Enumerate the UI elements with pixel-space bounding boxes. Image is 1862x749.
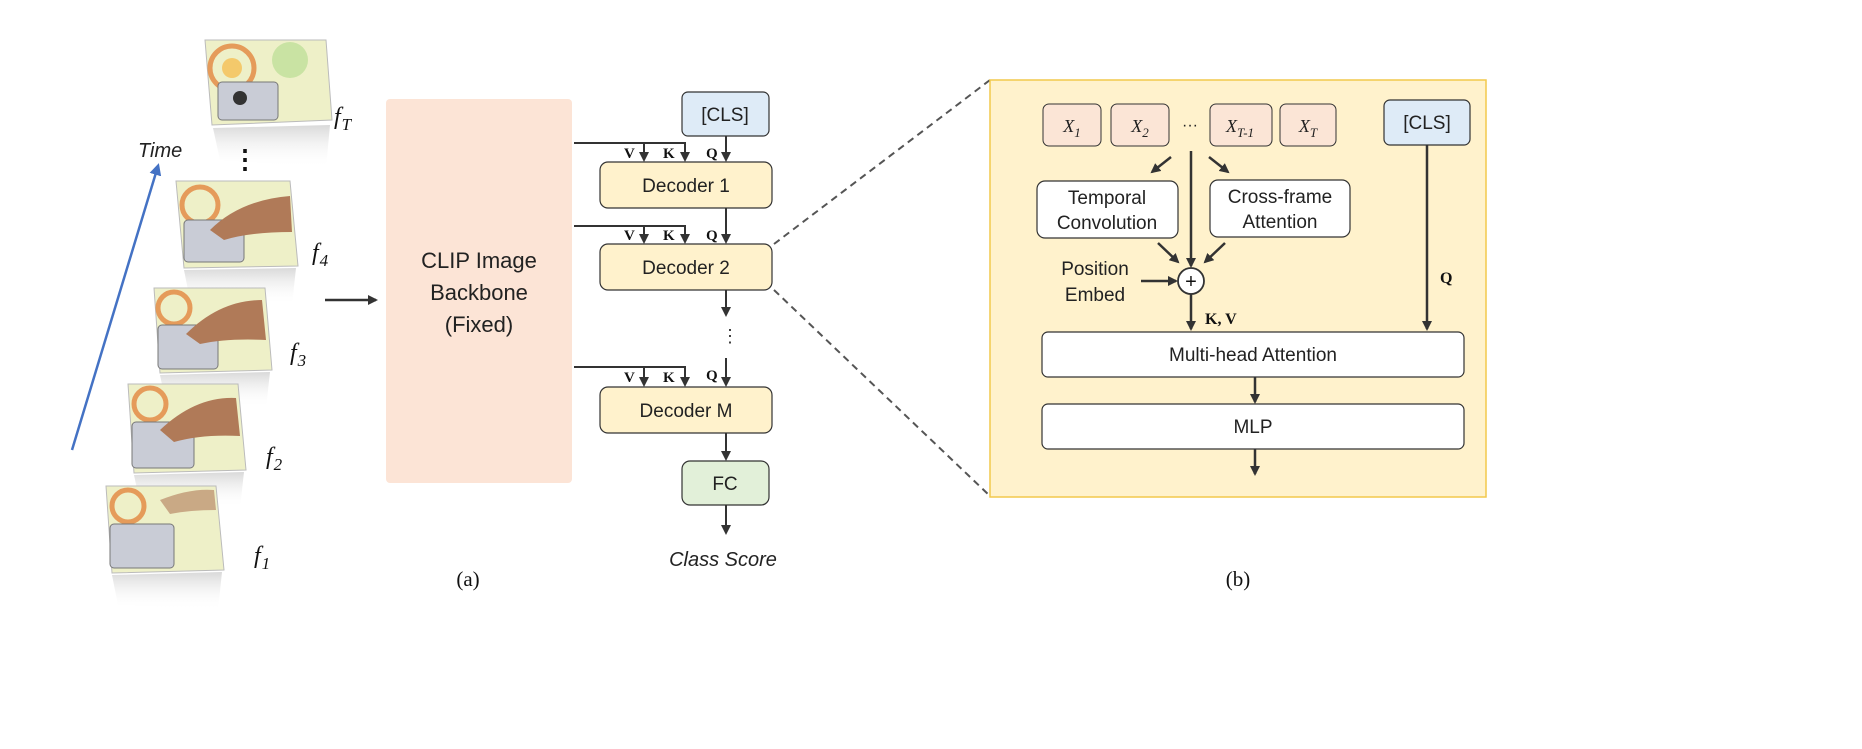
decoder-2: [599, 243, 773, 291]
v-label-1: V: [624, 146, 635, 162]
q-label-m: Q: [706, 368, 718, 384]
v-label-2: V: [624, 228, 635, 244]
decoder-1: [599, 161, 773, 209]
decoder-ellipsis: ⋮: [721, 326, 739, 346]
part-b: X1 X2 ··· XT-1 XT [CLS] Temporal Convolu…: [989, 79, 1487, 591]
q-label-2: Q: [706, 228, 718, 244]
svg-text:XT: XT: [1298, 116, 1318, 140]
temporal-line1: Temporal: [1068, 188, 1146, 209]
frame-label-t: fT: [334, 104, 353, 134]
zoom-line-top: [773, 79, 991, 245]
token-ellipsis: ···: [1182, 117, 1198, 134]
mlp-box: [1041, 403, 1465, 450]
token-x1: [1042, 103, 1102, 147]
decoder-2-label: Decoder 2: [642, 258, 730, 279]
svg-text:fT: fT: [334, 104, 353, 134]
decoder-m-label: Decoder M: [640, 401, 733, 422]
mlp-label: MLP: [1233, 417, 1272, 438]
fc-label: FC: [712, 474, 737, 495]
backbone-line3: (Fixed): [445, 312, 513, 337]
q-label-1: Q: [706, 146, 718, 162]
cls-token-a-label: [CLS]: [701, 105, 749, 126]
svg-text:XT-1: XT-1: [1225, 116, 1254, 140]
token-xt: [1279, 103, 1337, 147]
frame-label-1: f1: [254, 543, 270, 573]
backbone-line1: CLIP Image: [421, 248, 537, 273]
temporal-convolution-box: [1036, 180, 1179, 239]
mha-label: Multi-head Attention: [1169, 345, 1337, 366]
cls-token-b-label: [CLS]: [1403, 113, 1451, 134]
caption-a: (a): [456, 567, 479, 591]
frame-1: [105, 485, 225, 610]
plus-icon: +: [1185, 271, 1197, 293]
position-line1: Position: [1061, 259, 1129, 280]
time-label: Time: [138, 140, 182, 162]
frame-label-3: f3: [290, 340, 306, 370]
crossframe-line2: Attention: [1243, 212, 1318, 233]
svg-text:X2: X2: [1130, 116, 1149, 140]
frame-label-4: f4: [312, 240, 329, 270]
decoder-m: [599, 386, 773, 434]
class-score-label: Class Score: [669, 549, 777, 571]
decoder-1-label: Decoder 1: [642, 176, 730, 197]
temporal-line2: Convolution: [1057, 213, 1157, 234]
k-label-1: K: [663, 146, 675, 162]
svg-text:X1: X1: [1062, 116, 1081, 140]
time-arrow: [70, 163, 162, 451]
frame-ellipsis: ⋮: [232, 145, 258, 174]
k-label-2: K: [663, 228, 675, 244]
crossframe-line1: Cross-frame: [1228, 187, 1333, 208]
clip-backbone-box: [386, 99, 572, 483]
kv-label: K, V: [1205, 311, 1237, 328]
backbone-line2: Backbone: [430, 280, 528, 305]
svg-text:f1: f1: [254, 543, 270, 573]
frame-t: [204, 39, 333, 168]
k-label-m: K: [663, 370, 675, 386]
svg-text:f4: f4: [312, 240, 329, 270]
svg-text:f3: f3: [290, 340, 306, 370]
frame-4: [175, 180, 299, 305]
v-label-m: V: [624, 370, 635, 386]
zoom-line-bottom: [773, 289, 991, 497]
q-label-b: Q: [1440, 270, 1452, 287]
token-xt-1: [1209, 103, 1273, 147]
caption-b: (b): [1226, 567, 1251, 591]
svg-text:f2: f2: [266, 444, 283, 474]
token-x2: [1110, 103, 1170, 147]
part-a: Time ⋮: [70, 39, 777, 610]
frame-label-2: f2: [266, 444, 283, 474]
cross-frame-attention-box: [1209, 179, 1351, 238]
multi-head-attention-box: [1041, 331, 1465, 378]
position-line2: Embed: [1065, 285, 1125, 306]
